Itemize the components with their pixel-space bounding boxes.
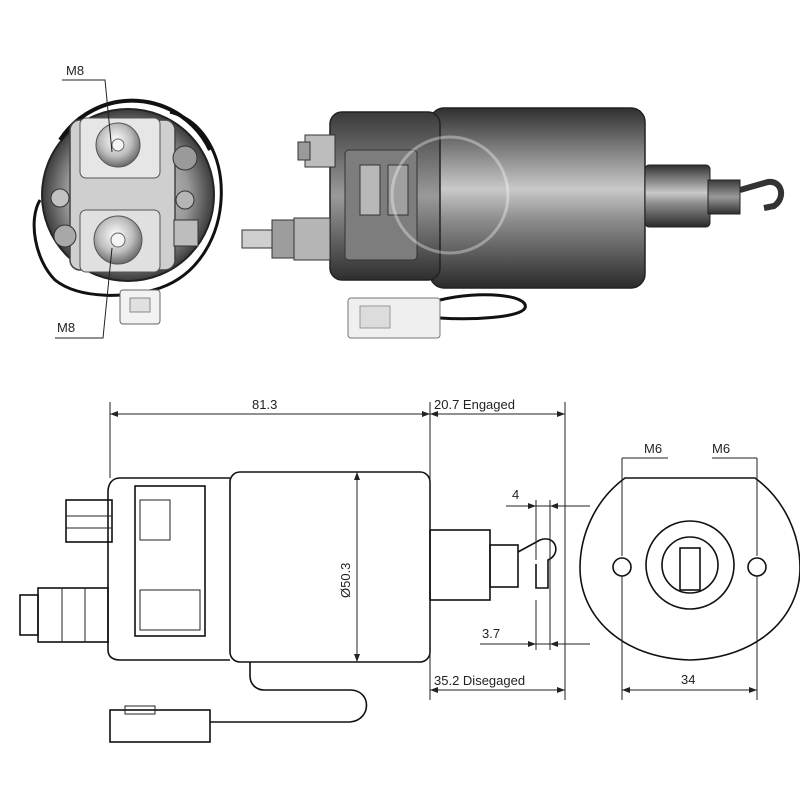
- bottom-terminal: [79, 209, 161, 273]
- label-bottom-m8: M8: [57, 320, 75, 335]
- drawing-connector: [109, 709, 211, 743]
- dim-body-length: 81.3: [109, 397, 431, 530]
- dim-stroke-bottom-text: 3.7: [482, 626, 500, 641]
- drawing-end-view: M6 M6 34: [579, 441, 800, 700]
- plunger-stud: [707, 179, 741, 215]
- drawing-plunger-hook: [517, 538, 557, 589]
- drawing-mount-hole-left: [612, 557, 632, 577]
- drawing-wire: [210, 662, 368, 723]
- side-nut: [175, 190, 195, 210]
- dim-disengaged-text: 35.2 Disegaged: [434, 673, 525, 688]
- drawing-plunger-stud: [489, 544, 519, 588]
- dim-engaged: 20.7 Engaged: [430, 397, 566, 700]
- dim-disengaged: 35.2 Disegaged: [429, 600, 565, 700]
- side-lead-wire: [439, 293, 527, 321]
- leader-bottom-m8: [55, 247, 113, 339]
- drawing-upper-stud: [65, 499, 113, 543]
- side-nut: [50, 188, 70, 208]
- drawing-lower-stud: [37, 587, 109, 643]
- bracket: [173, 219, 199, 247]
- dim-spacing-text: 34: [681, 672, 695, 687]
- plunger-boss: [644, 164, 711, 228]
- photo-end-view: M8 M8: [32, 63, 223, 339]
- drawing-end-inner-ring: [661, 536, 719, 594]
- label-m6-left: M6: [644, 441, 662, 456]
- plunger-hook: [739, 178, 785, 211]
- drawing-cap-detail: [139, 499, 171, 541]
- top-terminal: [79, 117, 161, 179]
- drawing-end-outer-ring: [645, 520, 735, 610]
- dim-engaged-text: 20.7 Engaged: [434, 397, 515, 412]
- dim-stroke-top-text: 4: [512, 487, 519, 502]
- drawing-cap-window: [134, 485, 206, 637]
- drawing-body: [229, 471, 431, 663]
- connector-latch: [129, 297, 151, 313]
- dim-stroke-bottom: 3.7: [480, 600, 590, 650]
- drawing-cap-detail: [139, 589, 201, 631]
- drawing-cap: [107, 477, 230, 661]
- cap-detail: [387, 164, 409, 216]
- drawing-boss: [429, 529, 491, 601]
- dim-diameter: Ø50.3: [338, 472, 360, 662]
- watermark-logo: [390, 135, 510, 255]
- photo-side-view: [241, 107, 785, 339]
- drawing-end-flange: [579, 477, 800, 661]
- drawing-side-view: 81.3 20.7 Engaged 35.2 Disegaged Ø50.3: [19, 397, 590, 743]
- lower-stud: [241, 217, 331, 261]
- label-m6-right: M6: [712, 441, 730, 456]
- cap-detail: [359, 164, 381, 216]
- side-nut: [53, 224, 77, 248]
- label-top-m8: M8: [66, 63, 84, 78]
- dim-stroke-top: 4: [506, 487, 590, 650]
- drawing-end-key: [679, 547, 701, 591]
- side-connector-latch: [359, 305, 391, 329]
- drawing-mount-hole-right: [747, 557, 767, 577]
- drawing-connector-latch: [124, 705, 156, 715]
- solenoid-can: [429, 107, 646, 289]
- leader-top-m8: [62, 79, 113, 153]
- drawing-lower-stud-thread: [19, 594, 39, 636]
- dim-diameter-text: Ø50.3: [338, 563, 353, 598]
- side-nut: [172, 145, 198, 171]
- upper-stud: [297, 134, 336, 168]
- dim-body-length-text: 81.3: [252, 397, 277, 412]
